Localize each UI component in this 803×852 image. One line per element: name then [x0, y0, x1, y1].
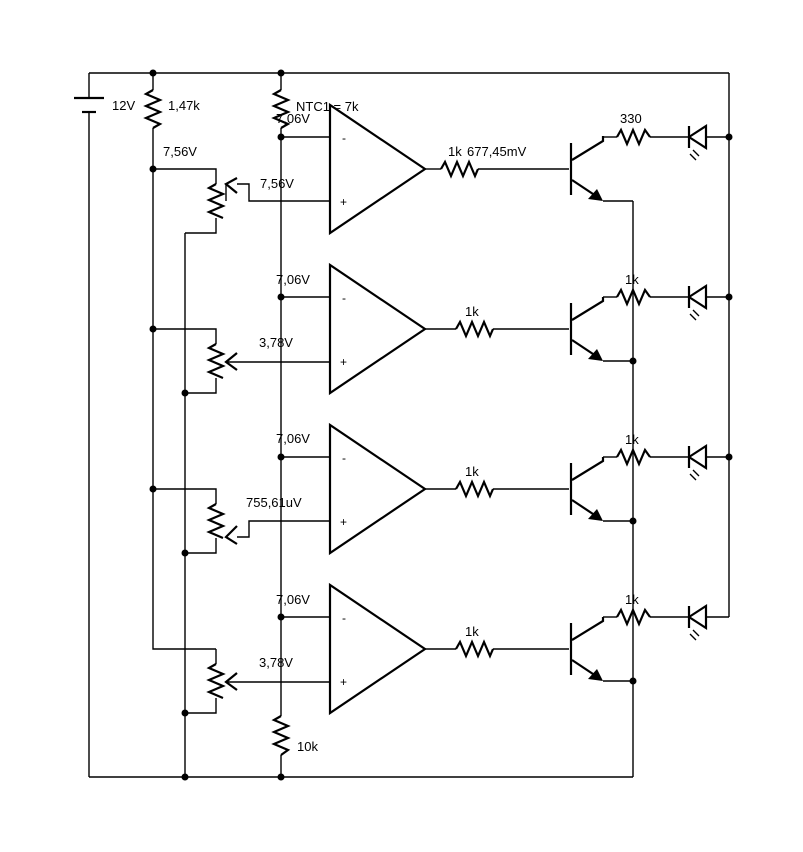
transistor-1 [569, 136, 633, 202]
divider-top-resistor-label: 1,47k [168, 98, 200, 113]
base-resistor-2 [425, 319, 569, 339]
stage-2-noninverting-voltage: 3,78V [259, 335, 293, 350]
stage-3-inverting-voltage: 7,06V [276, 431, 310, 446]
battery-12v [74, 96, 104, 114]
bottom-resistor-10k [271, 715, 291, 777]
stage-4-inverting-voltage: 7,06V [276, 592, 310, 607]
op-amp-4-minus: - [342, 611, 346, 625]
transistor-4 [569, 617, 633, 682]
led-3 [686, 443, 729, 481]
base-resistor-4 [425, 639, 569, 659]
potentiometer-1 [206, 177, 238, 220]
transistor-2 [569, 297, 633, 362]
op-amp-2-minus: - [342, 291, 346, 305]
stage-1-base-voltage: 677,45mV [467, 144, 527, 159]
potentiometer-4 [206, 663, 238, 700]
led-4 [686, 603, 729, 641]
op-amp-2 [328, 262, 427, 396]
stage-1-inverting-voltage: 7,06V [276, 111, 310, 126]
stage-2-base-resistor-label: 1k [465, 304, 479, 319]
stage-1-base-resistor-label: 1k [448, 144, 462, 159]
stage-4-noninverting-voltage: 3,78V [259, 655, 293, 670]
stage-2-collector-resistor-label: 1k [625, 272, 639, 287]
wiper-wires [226, 183, 329, 683]
bottom-resistor-label: 10k [297, 739, 318, 754]
divider-top-resistor [143, 73, 163, 169]
battery-label: 12V [112, 98, 135, 113]
op-amp-1-plus: + [340, 195, 347, 209]
top-rail [88, 72, 730, 777]
base-resistor-1 [425, 159, 569, 179]
led-2 [686, 283, 729, 321]
stage-1-noninverting-voltage: 7,56V [260, 176, 294, 191]
stage-4-base-resistor-label: 1k [465, 624, 479, 639]
junction-dots [149, 69, 733, 781]
collector-resistor-2 [603, 287, 689, 307]
potentiometer-3 [206, 503, 238, 545]
op-amp-2-plus: + [340, 355, 347, 369]
base-resistor-3 [425, 479, 569, 499]
potentiometer-2 [206, 343, 238, 380]
transistor-3 [569, 457, 633, 522]
stage-1-collector-resistor-label: 330 [620, 111, 642, 126]
op-amp-3 [328, 422, 427, 556]
stage-3-noninverting-voltage: 755,61uV [246, 495, 302, 510]
collector-resistor-1 [603, 127, 689, 147]
collector-resistor-4 [603, 607, 689, 627]
pot-low-bus [184, 218, 217, 777]
stage-4-collector-resistor-label: 1k [625, 592, 639, 607]
op-amp-4-plus: + [340, 675, 347, 689]
collector-resistor-3 [603, 447, 689, 467]
inverting-input-wires [281, 136, 329, 618]
op-amp-1-minus: - [342, 131, 346, 145]
stage-3-collector-resistor-label: 1k [625, 432, 639, 447]
ntc-label: NTC1 = 7k [296, 99, 359, 114]
op-amp-3-plus: + [340, 515, 347, 529]
op-amp-3-minus: - [342, 451, 346, 465]
op-amp-1 [328, 102, 427, 236]
op-amp-4 [328, 582, 427, 716]
stage-3-base-resistor-label: 1k [465, 464, 479, 479]
reference-node-voltage: 7,56V [163, 144, 197, 159]
led-1 [686, 123, 729, 161]
stage-2-inverting-voltage: 7,06V [276, 272, 310, 287]
